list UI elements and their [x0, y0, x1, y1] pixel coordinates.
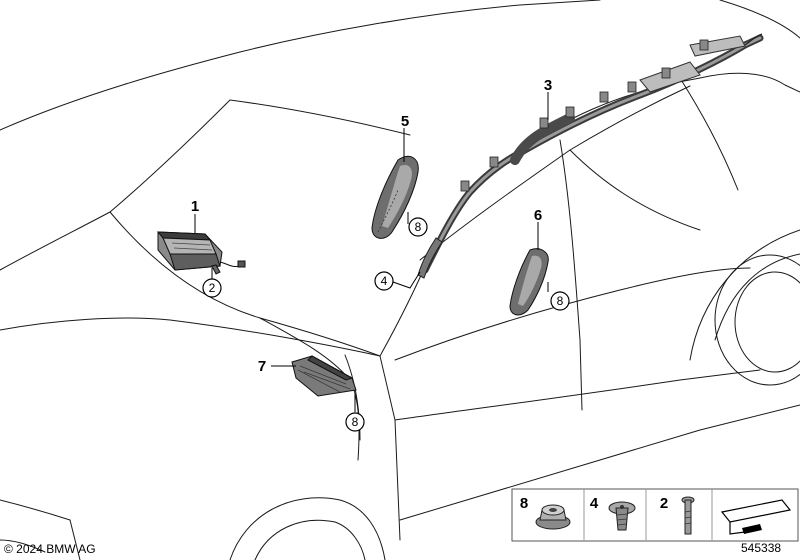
callout-2: 2 — [209, 281, 216, 295]
knee-airbag-module — [291, 355, 357, 397]
side-airbag-door — [509, 248, 549, 316]
torx-screw-icon — [608, 501, 636, 531]
legend-label-2: 2 — [660, 495, 668, 512]
callout-8-upper: 8 — [415, 220, 422, 234]
callout-3: 3 — [544, 77, 552, 94]
callout-8-knee: 8 — [352, 415, 359, 429]
a-pillar-airbag-segment — [417, 237, 443, 279]
bolt-icon — [681, 496, 695, 535]
leader-lines — [194, 92, 549, 412]
callout-4: 4 — [381, 274, 388, 288]
hardware-legend: 8 4 2 — [511, 488, 799, 542]
callout-7: 7 — [258, 358, 266, 375]
callout-circle-8-upper: 8 — [408, 217, 428, 237]
callout-circle-4: 4 — [374, 271, 394, 291]
curtain-airbag — [421, 33, 764, 274]
callout-circle-8-door: 8 — [550, 291, 570, 311]
callout-circle-2: 2 — [202, 278, 222, 298]
callout-6: 6 — [534, 207, 542, 224]
callout-8-door: 8 — [557, 294, 564, 308]
callout-circle-8-knee: 8 — [345, 412, 365, 432]
legend-label-8: 8 — [520, 495, 528, 512]
copyright-notice: © 2024 BMW AG — [4, 542, 96, 556]
side-airbag-upper — [371, 156, 419, 239]
callout-5: 5 — [401, 113, 409, 130]
callout-1: 1 — [191, 198, 199, 215]
installation-symbol-icon — [720, 499, 792, 535]
legend-label-4: 4 — [590, 495, 599, 512]
passenger-airbag-module — [156, 231, 246, 275]
flange-nut-icon — [535, 504, 571, 530]
diagram-id: 545338 — [741, 541, 782, 555]
